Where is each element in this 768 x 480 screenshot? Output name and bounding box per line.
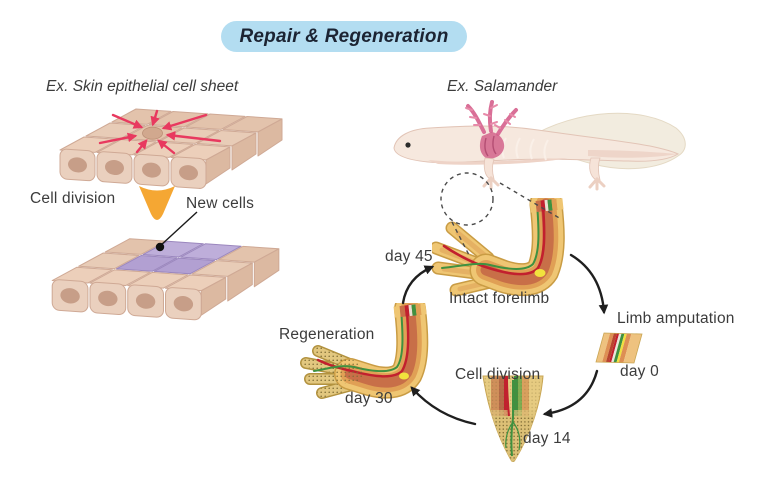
cell-division-label: Cell division [30, 190, 116, 207]
wound-closure-arrows [98, 109, 222, 155]
skin-sheet-wounded-illustration [59, 108, 283, 189]
salamander-heading: Ex. Salamander [447, 78, 558, 95]
cycle-cell-division-label: Cell division [455, 366, 541, 383]
blastema-illustration [482, 375, 544, 462]
gills [465, 100, 518, 159]
skin-sheet-healed-illustration [51, 238, 280, 321]
day-0-label: day 0 [620, 363, 659, 380]
new-cells-label: New cells [186, 195, 255, 212]
cycle-arrow-intact-to-amputation [569, 253, 609, 315]
limb-stub-illustration [595, 332, 643, 364]
wound-site [142, 126, 163, 140]
regenerating-limb-illustration [300, 303, 429, 399]
cycle-arrow-day0-to-day14 [542, 369, 599, 418]
day-45-label: day 45 [385, 248, 433, 265]
salamander-illustration [393, 100, 686, 191]
day-14-label: day 14 [523, 430, 571, 447]
cycle-arrow-day30-to-day45 [401, 265, 435, 305]
limb-amputation-label: Limb amputation [617, 310, 735, 327]
title-banner: Repair & Regeneration [221, 21, 467, 52]
day-30-label: day 30 [345, 390, 393, 407]
intact-forelimb-illustration [432, 198, 565, 297]
cell-division-down-arrow-icon [139, 186, 175, 220]
title-text: Repair & Regeneration [239, 25, 449, 47]
regeneration-label: Regeneration [279, 326, 375, 343]
hind-leg [588, 157, 606, 191]
skin-sheet-heading: Ex. Skin epithelial cell sheet [46, 78, 239, 95]
salamander-eye [405, 142, 411, 148]
limb-cut-edge [393, 303, 427, 318]
intact-forelimb-label: Intact forelimb [449, 290, 550, 307]
